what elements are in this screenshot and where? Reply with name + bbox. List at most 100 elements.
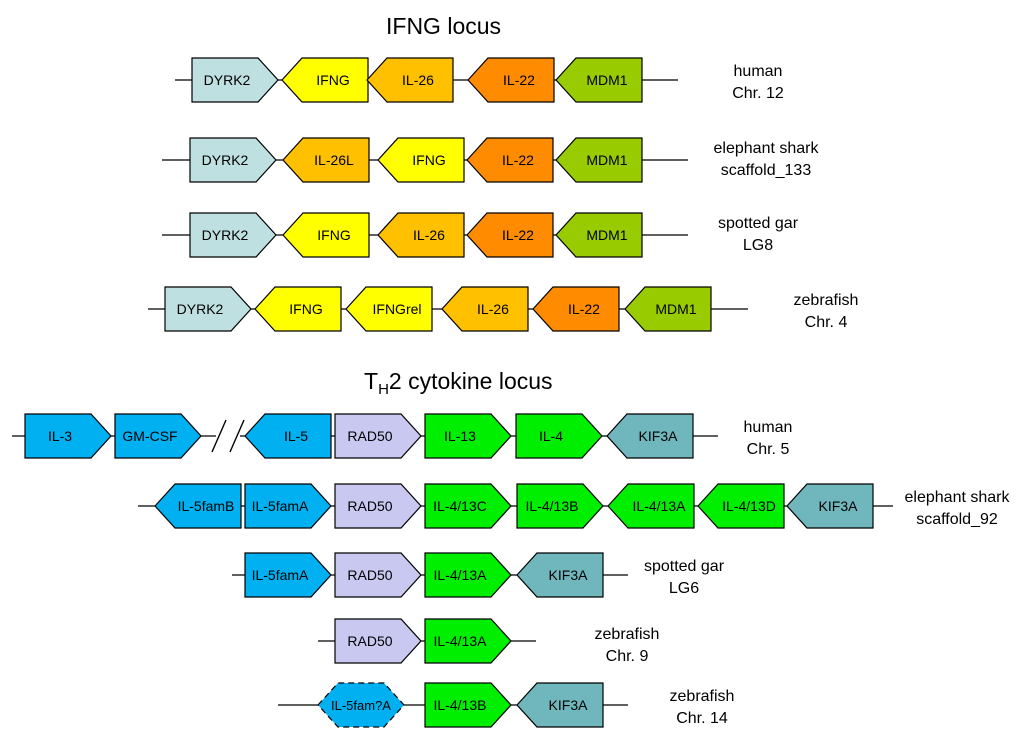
gene-kif3a xyxy=(606,413,694,459)
gene-ifngrel xyxy=(345,286,433,332)
gene-label: KIF3A xyxy=(639,428,679,444)
gene-il-5fam-a xyxy=(317,682,405,728)
gene-label: GM-CSF xyxy=(122,428,177,444)
gene-label: KIF3A xyxy=(549,697,589,713)
gene-label: IL-26 xyxy=(402,72,434,88)
gene-label: IFNG xyxy=(317,227,350,243)
location-label: Chr. 14 xyxy=(676,710,728,727)
gene-label: KIF3A xyxy=(549,567,589,583)
gene-label: RAD50 xyxy=(347,567,392,583)
species-label: elephant shark xyxy=(714,140,820,157)
gene-il-5famb xyxy=(154,483,242,529)
gene-label: IL-5 xyxy=(284,428,308,444)
gene-label: IL-4/13A xyxy=(633,498,687,514)
gene-label: RAD50 xyxy=(347,498,392,514)
ifng-locus-title: IFNG locus xyxy=(386,13,502,39)
location-label: Chr. 5 xyxy=(747,441,790,458)
gene-il-22 xyxy=(466,212,554,258)
gene-il-4-13b xyxy=(516,483,604,529)
gene-il-5 xyxy=(244,413,332,459)
gene-label: IL-4/13C xyxy=(433,498,487,514)
gene-label: IL-22 xyxy=(503,72,535,88)
gene-il-22 xyxy=(466,137,554,183)
gene-label: IL-26L xyxy=(314,152,354,168)
gene-il-4-13c xyxy=(424,483,512,529)
gene-label: IL-5famA xyxy=(252,498,309,514)
gene-ifng xyxy=(254,286,342,332)
gene-label: IL-5famB xyxy=(178,498,235,514)
gene-kif3a xyxy=(516,552,604,598)
gene-label: MDM1 xyxy=(586,72,627,88)
gene-label: IL-22 xyxy=(568,301,600,317)
gene-il-26 xyxy=(441,286,529,332)
gene-il-26 xyxy=(377,212,465,258)
species-label: spotted gar xyxy=(718,215,799,232)
gene-label: KIF3A xyxy=(819,498,859,514)
gene-dyrk2 xyxy=(189,212,277,258)
gene-mdm1 xyxy=(555,212,643,258)
gene-mdm1 xyxy=(624,286,712,332)
gene-ifng xyxy=(377,137,465,183)
gene-il-13 xyxy=(424,413,512,459)
gene-il-26 xyxy=(366,57,454,103)
gene-label: IL-4/13D xyxy=(722,498,776,514)
gene-label: IL-26 xyxy=(413,227,445,243)
gene-label: RAD50 xyxy=(347,633,392,649)
break-mark xyxy=(229,419,245,453)
location-label: Chr. 9 xyxy=(606,648,649,665)
gene-il-5fama xyxy=(244,483,332,529)
gene-il-4-13a xyxy=(607,483,695,529)
gene-rad50 xyxy=(334,618,422,664)
species-label: zebrafish xyxy=(670,688,735,705)
gene-il-3 xyxy=(24,413,112,459)
gene-label: IFNG xyxy=(289,301,322,317)
break-gap xyxy=(216,433,240,439)
gene-il-22 xyxy=(467,57,555,103)
location-label: scaffold_133 xyxy=(721,162,812,179)
gene-label: IL-13 xyxy=(444,428,476,444)
gene-label: IL-22 xyxy=(502,227,534,243)
gene-label: MDM1 xyxy=(655,301,696,317)
location-label: LG6 xyxy=(669,580,699,597)
gene-label: DYRK2 xyxy=(202,227,249,243)
th2-locus-elephant-shark-scaffold-92: IL-5famB IL-5famA RAD50 IL-4/13C IL-4/13B IL-… xyxy=(138,483,1010,529)
gene-ifng xyxy=(282,212,370,258)
gene-label: IL-22 xyxy=(502,152,534,168)
location-label: Chr. 12 xyxy=(732,85,784,102)
gene-rad50 xyxy=(334,483,422,529)
gene-label: IL-4/13B xyxy=(526,498,579,514)
gene-gm-csf xyxy=(114,413,202,459)
gene-label: IL-26 xyxy=(477,301,509,317)
gene-label: IL-4/13A xyxy=(434,567,488,583)
gene-label: IFNGrel xyxy=(373,301,422,317)
gene-label: IL-5fam?A xyxy=(331,698,391,713)
th2-locus-title: TH2 cytokine locus xyxy=(364,368,553,398)
location-label: LG8 xyxy=(743,237,773,254)
gene-label: RAD50 xyxy=(347,428,392,444)
gene-kif3a xyxy=(786,483,874,529)
gene-dyrk2 xyxy=(191,57,279,103)
species-label: human xyxy=(734,63,783,80)
gene-label: IL-4/13A xyxy=(434,633,488,649)
gene-il-22 xyxy=(532,286,620,332)
gene-label: IL-4 xyxy=(539,428,563,444)
gene-kif3a xyxy=(516,682,604,728)
species-label: zebrafish xyxy=(794,292,859,309)
gene-label: DYRK2 xyxy=(177,301,224,317)
species-label: human xyxy=(744,419,793,436)
gene-label: MDM1 xyxy=(586,152,627,168)
break-mark xyxy=(211,419,227,453)
location-label: Chr. 4 xyxy=(805,314,848,331)
gene-label: IL-4/13B xyxy=(434,697,487,713)
species-label: zebrafish xyxy=(595,626,660,643)
species-label: spotted gar xyxy=(644,558,725,575)
gene-label: DYRK2 xyxy=(204,72,251,88)
gene-il-4-13a xyxy=(424,618,512,664)
